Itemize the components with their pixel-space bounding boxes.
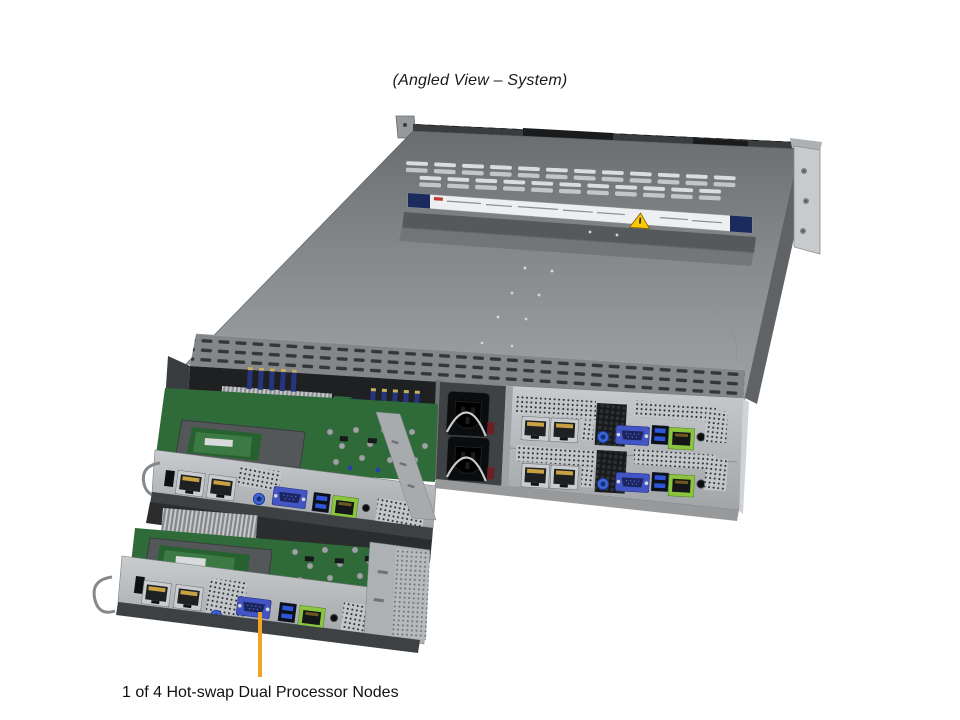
node-rear-panel-1 [509, 396, 738, 463]
lan-port-2 [206, 474, 237, 501]
node-2-underside [116, 602, 420, 653]
rear-panel [434, 381, 749, 521]
lan-port-2 [173, 584, 204, 611]
psu-bay [436, 382, 513, 493]
node-tray-2 [92, 502, 432, 653]
usb-ports [278, 602, 297, 623]
latch[interactable] [133, 575, 145, 594]
top-screws [480, 230, 619, 348]
latch[interactable] [163, 470, 175, 488]
lan-port-1 [141, 580, 172, 607]
lan-port-1 [521, 463, 550, 489]
psu-1 [445, 391, 495, 437]
vga-port [615, 472, 650, 493]
uid-button [696, 432, 706, 442]
node-2-side-wall [363, 541, 431, 645]
uid-button[interactable] [362, 504, 370, 512]
warning-triangle-icon [628, 212, 651, 230]
node-rear-panel-2 [516, 445, 728, 497]
thumbscrew [597, 478, 608, 489]
vga-port [615, 425, 650, 446]
uid-button [696, 479, 706, 489]
service-label-strip [407, 192, 753, 234]
chassis-bottom-edge [434, 479, 739, 521]
usb-ports [651, 472, 669, 492]
label-logo [433, 197, 443, 201]
cpu-socket-bracket [175, 419, 306, 469]
rack-ear-right [790, 138, 822, 255]
lan-port-2 [550, 418, 579, 444]
psu-2 [445, 436, 495, 482]
psu-1-pull-tab [486, 422, 495, 435]
node-1-underside [150, 492, 433, 541]
rear-vent-band [190, 333, 746, 402]
usb-ports [651, 425, 669, 445]
usb-ports [312, 492, 331, 513]
psu-2-handle [445, 456, 487, 482]
lan-port-2 [550, 465, 579, 491]
node-2-pull-handle[interactable] [92, 575, 116, 614]
psu-1-handle [445, 411, 487, 437]
lan-port-1 [521, 416, 550, 442]
server-chassis [92, 115, 822, 653]
callout-line [258, 612, 262, 677]
callout-label: 1 of 4 Hot-swap Dual Processor Nodes [122, 684, 399, 701]
node-tray-1 [141, 388, 438, 541]
node-1-motherboard [155, 388, 438, 482]
uid-button[interactable] [330, 614, 338, 622]
rack-ear-left [395, 115, 417, 139]
psu-2-pull-tab [486, 467, 495, 480]
thumbscrew [597, 431, 608, 442]
chassis-top [185, 130, 801, 402]
lan-port-1 [175, 470, 206, 497]
ipmi-lan-port [668, 474, 695, 497]
figure-title: (Angled View – System) [392, 72, 568, 89]
thumbscrew[interactable] [253, 493, 264, 504]
ipmi-lan-port [668, 427, 695, 450]
